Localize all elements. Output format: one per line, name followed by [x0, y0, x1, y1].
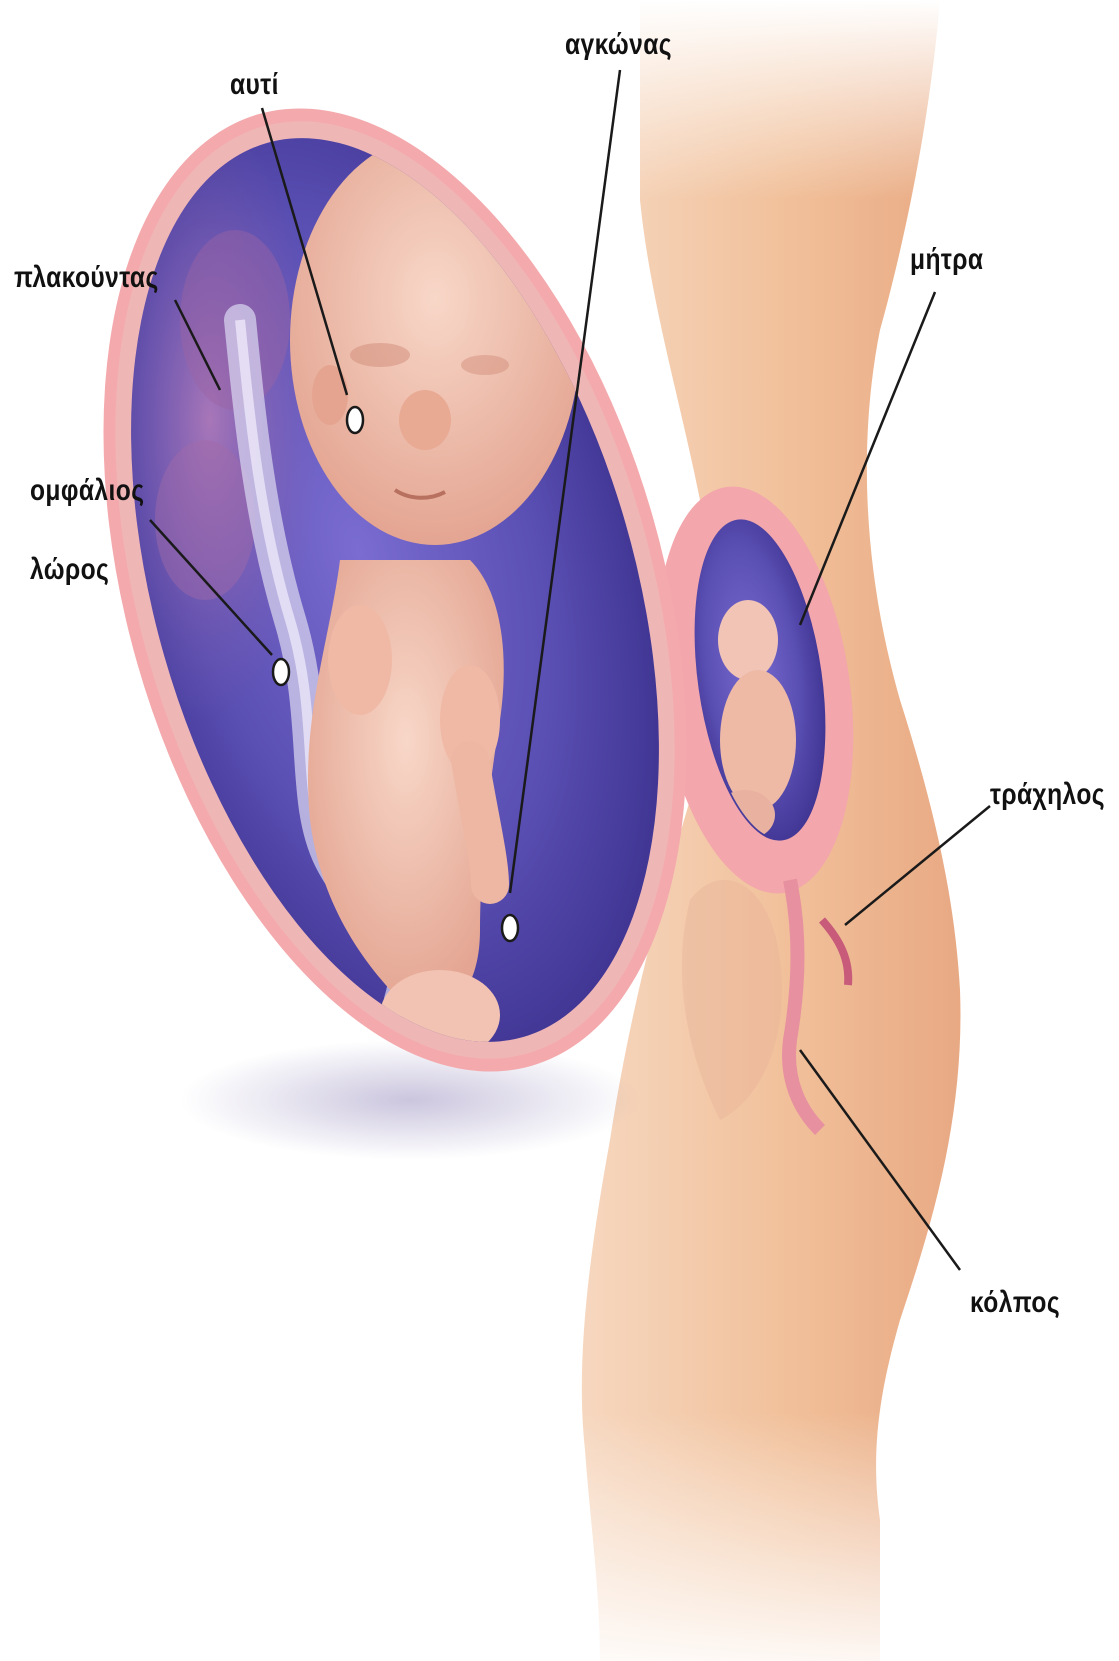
label-cervix: τράχηλος: [990, 780, 1105, 810]
label-uterus: μήτρα: [910, 245, 983, 275]
label-elbow: αγκώνας: [565, 30, 672, 60]
fetus-ear: [312, 365, 348, 425]
marker-ear: [347, 407, 363, 433]
fetus-head: [290, 135, 580, 545]
label-vagina: κόλπος: [970, 1288, 1060, 1318]
label-placenta: πλακούντας: [14, 263, 159, 293]
label-ear: αυτί: [230, 70, 279, 100]
marker-umbilical-cord: [273, 659, 289, 685]
marker-elbow: [502, 915, 518, 941]
label-umbilical-cord-line2: λώρος: [30, 555, 109, 585]
label-umbilical-cord-line1: ομφάλιος: [30, 476, 144, 506]
